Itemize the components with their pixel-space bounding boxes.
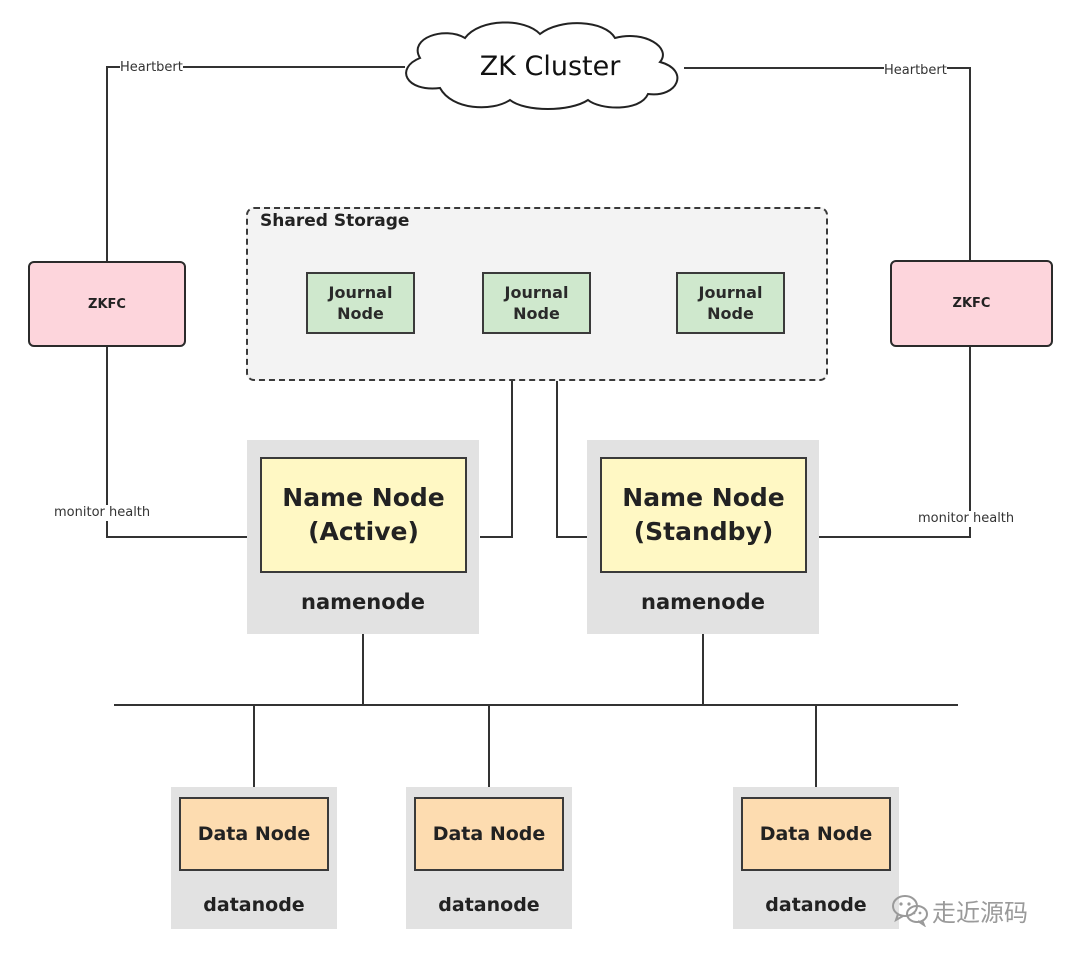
journal-node-3: Journal Node (676, 272, 785, 334)
datanode-host-label-3: datanode (765, 894, 867, 916)
zk-cluster-label: ZK Cluster (479, 51, 621, 82)
heartbeat-label-left: Heartbert (120, 60, 183, 76)
zkfc-right: ZKFC (890, 260, 1053, 347)
data-node-1: Data Node (179, 797, 329, 871)
datanode-host-label-1: datanode (203, 894, 305, 916)
storage-link-active (480, 381, 513, 538)
shared-storage-title: Shared Storage (260, 211, 410, 231)
zkfc-left: ZKFC (28, 261, 186, 347)
storage-link-standby (556, 381, 587, 538)
data-node-2: Data Node (414, 797, 564, 871)
monitor-health-label-right: monitor health (918, 511, 1015, 527)
name-node-standby: Name Node (Standby) (600, 457, 807, 573)
heartbeat-label-right: Heartbert (884, 63, 947, 79)
namenode-host-label-standby: namenode (641, 590, 765, 614)
journal-node-1: Journal Node (306, 272, 415, 334)
journal-node-2: Journal Node (482, 272, 591, 334)
monitor-line-right (819, 346, 971, 538)
monitor-health-label-left: monitor health (54, 505, 151, 521)
name-node-active: Name Node (Active) (260, 457, 467, 573)
datanode-host-label-2: datanode (438, 894, 540, 916)
watermark: 走近源码 (890, 890, 1028, 930)
wechat-icon (892, 895, 928, 927)
namenode-host-label-active: namenode (301, 590, 425, 614)
data-node-3: Data Node (741, 797, 891, 871)
heartbeat-line-left (106, 66, 405, 261)
watermark-text: 走近源码 (932, 898, 1028, 927)
heartbeat-line-right (684, 67, 971, 261)
monitor-line-left (106, 346, 248, 538)
zk-cluster-cloud (405, 21, 679, 110)
